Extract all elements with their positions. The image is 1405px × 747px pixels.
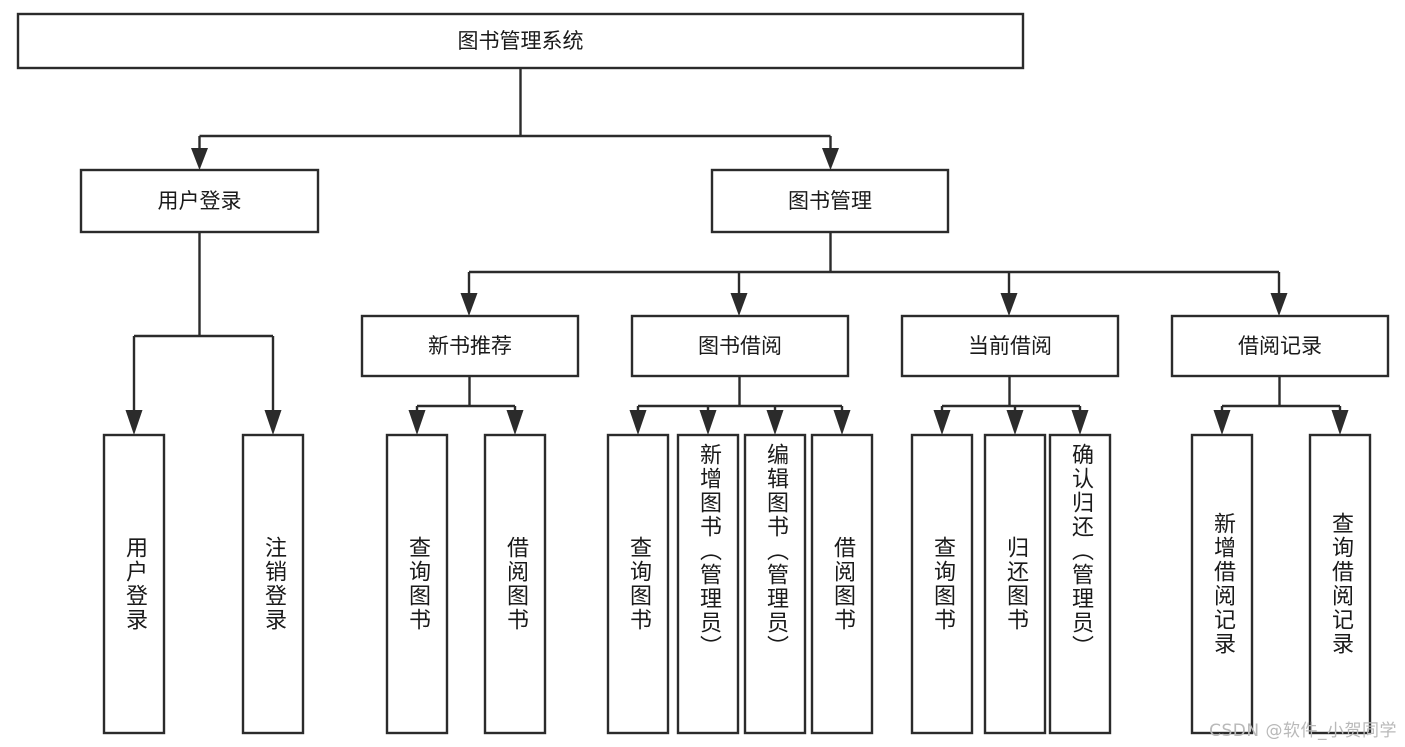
- node-root[interactable]: [16, 12, 1025, 70]
- node-new-book-rec[interactable]: [360, 314, 580, 378]
- arrow-head-leaf-user-login: [125, 410, 143, 435]
- node-book-borrow[interactable]: [630, 314, 850, 378]
- arrow-head-leaf-cb-confirm-return: [1071, 410, 1089, 435]
- node-leaf-bb-query-book[interactable]: [606, 433, 670, 735]
- node-current-borrow-label: 当前借阅: [968, 334, 1052, 358]
- node-leaf-bb-edit-book[interactable]: [743, 433, 807, 735]
- connector-group-book-manage: [460, 232, 1288, 316]
- node-user-login[interactable]: [79, 168, 320, 234]
- node-user-login-label: 用户登录: [158, 189, 242, 213]
- node-leaf-cb-return-book[interactable]: [983, 433, 1047, 735]
- node-leaf-rec-query-book[interactable]: [385, 433, 449, 735]
- connector-group-user-login: [125, 232, 282, 435]
- arrow-head-leaf-cb-query-book: [933, 410, 951, 435]
- node-book-manage[interactable]: [710, 168, 950, 234]
- arrow-head-leaf-rec-query-book: [408, 410, 426, 435]
- arrow-head-book-manage: [822, 148, 839, 170]
- node-new-book-rec-label: 新书推荐: [428, 334, 512, 358]
- node-borrow-record-label: 借阅记录: [1238, 334, 1322, 358]
- connector-group-borrow-record: [1213, 376, 1349, 435]
- node-root-label: 图书管理系统: [458, 29, 584, 53]
- node-current-borrow[interactable]: [900, 314, 1120, 378]
- arrow-head-user-login: [191, 148, 208, 170]
- arrow-head-leaf-bb-add-book: [699, 410, 717, 435]
- node-leaf-cb-query-book[interactable]: [910, 433, 974, 735]
- arrow-head-leaf-br-query-record: [1331, 410, 1349, 435]
- arrow-head-leaf-bb-borrow-book: [833, 410, 851, 435]
- node-leaf-cb-confirm-return[interactable]: [1048, 433, 1112, 735]
- node-book-manage-label: 图书管理: [788, 189, 872, 213]
- connector-group-root: [191, 68, 839, 170]
- arrow-head-leaf-bb-query-book: [629, 410, 647, 435]
- node-leaf-user-login[interactable]: [102, 433, 166, 735]
- node-borrow-record[interactable]: [1170, 314, 1390, 378]
- watermark-text: CSDN @软件_小贺同学: [1209, 721, 1397, 741]
- node-leaf-user-logout[interactable]: [241, 433, 305, 735]
- connector-group-book-borrow: [629, 376, 851, 435]
- connector-group-new-book-rec: [408, 376, 524, 435]
- arrow-head-leaf-user-logout: [264, 410, 282, 435]
- node-leaf-bb-add-book[interactable]: [676, 433, 740, 735]
- arrow-head-borrow-record: [1270, 293, 1288, 316]
- arrow-head-leaf-br-add-record: [1213, 410, 1231, 435]
- arrow-head-leaf-cb-return-book: [1006, 410, 1024, 435]
- arrow-head-book-borrow: [730, 293, 748, 316]
- node-leaf-rec-borrow-book[interactable]: [483, 433, 547, 735]
- node-leaf-br-add-record[interactable]: [1190, 433, 1254, 735]
- arrow-head-leaf-bb-edit-book: [766, 410, 784, 435]
- node-leaf-br-query-record[interactable]: [1308, 433, 1372, 735]
- arrow-head-current-borrow: [1000, 293, 1018, 316]
- node-book-borrow-label: 图书借阅: [698, 334, 782, 358]
- node-leaf-bb-borrow-book[interactable]: [810, 433, 874, 735]
- arrow-head-new-book-rec: [460, 293, 478, 316]
- connector-group-current-borrow: [933, 376, 1089, 435]
- arrow-head-leaf-rec-borrow-book: [506, 410, 524, 435]
